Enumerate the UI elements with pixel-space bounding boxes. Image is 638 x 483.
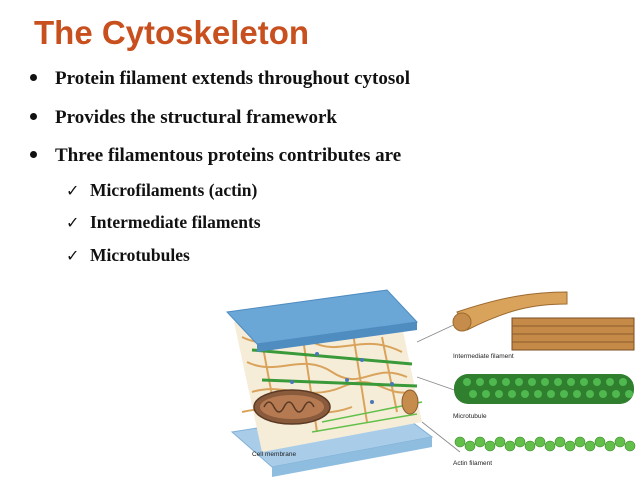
intermediate-filament-label: Intermediate filament <box>453 353 514 360</box>
sub-bullet-text: Microtubules <box>90 245 190 265</box>
cytoskeleton-diagram: Intermediate filament Microtubule Actin … <box>225 289 636 477</box>
filament-bundle-end <box>401 389 419 415</box>
cytoskeleton-illustration: Intermediate filament Microtubule Actin … <box>222 282 638 478</box>
actin-filament-label: Actin filament <box>453 460 492 467</box>
bullet-text: Protein filament extends throughout cyto… <box>55 68 411 89</box>
checkmark-icon: ✓ <box>66 213 80 232</box>
bullet-dot-icon <box>30 151 37 159</box>
bullet-list: Protein filament extends throughout cyto… <box>30 68 410 266</box>
sub-bullet-text: Microfilaments (actin) <box>90 180 258 200</box>
sub-bullet-item: ✓ Microfilaments (actin) <box>66 180 257 201</box>
bullet-dot-icon <box>30 113 37 121</box>
bullet-item: Protein filament extends throughout cyto… <box>30 68 410 90</box>
sub-bullet-item: ✓ Intermediate filaments <box>66 212 261 233</box>
checkmark-icon: ✓ <box>66 181 80 200</box>
slide-title: The Cytoskeleton <box>34 14 310 51</box>
bullet-item: Three filamentous proteins contributes a… <box>30 145 401 167</box>
bullet-dot-icon <box>30 74 37 82</box>
sub-bullet-item: ✓ Microtubules <box>66 245 190 266</box>
cell-membrane-label: Cell membrane <box>252 451 296 458</box>
bullet-text: Provides the structural framework <box>55 107 337 128</box>
bullet-text: Three filamentous proteins contributes a… <box>55 145 402 166</box>
bullet-item: Provides the structural framework <box>30 107 337 129</box>
microtubule-label: Microtubule <box>453 413 487 420</box>
top-membrane-edge <box>257 322 417 352</box>
actin-filament-graphic <box>454 436 636 452</box>
microtubule-graphic <box>454 374 634 404</box>
checkmark-icon: ✓ <box>66 246 80 265</box>
sub-bullet-text: Intermediate filaments <box>90 212 261 232</box>
intermediate-filament-rope <box>452 291 635 351</box>
mitochondrion <box>253 389 331 425</box>
leader-lines <box>416 321 461 453</box>
bottom-membrane-edge <box>272 437 432 477</box>
